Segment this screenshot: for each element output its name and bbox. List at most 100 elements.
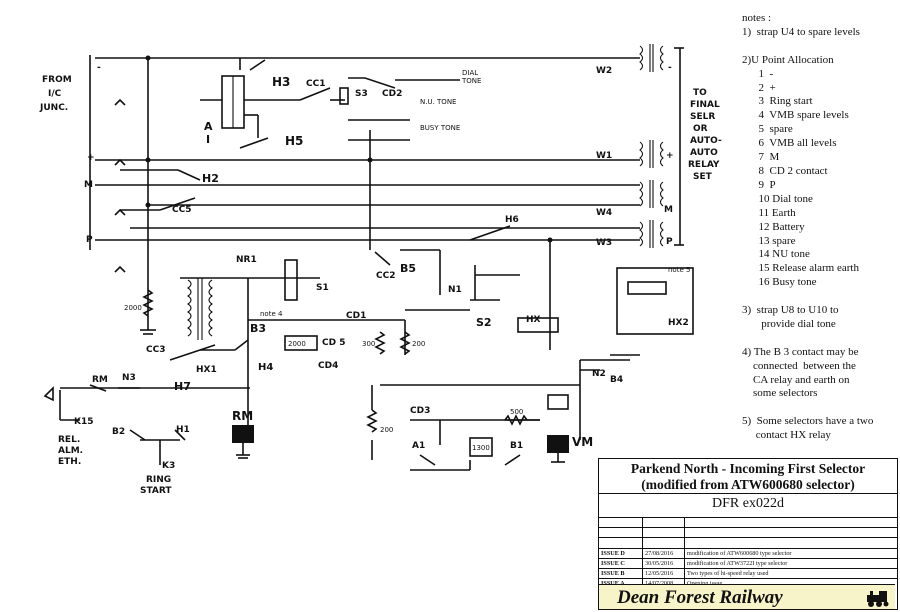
label-s3: S3 — [355, 89, 368, 99]
label-n2: N2 — [592, 369, 606, 379]
label-n3: N3 — [122, 373, 136, 383]
drawing-number: DFR ex022d — [599, 493, 897, 513]
label-r2000b: 2000 — [288, 340, 306, 348]
label-to-4: OR — [693, 124, 708, 134]
note-line: 12 Battery — [742, 220, 805, 233]
coil-w2 — [639, 44, 664, 72]
label-b3: B3 — [250, 322, 266, 335]
label-r200b: 200 — [380, 426, 393, 434]
issue-row — [599, 527, 897, 538]
notes-list: 1) strap U4 to spare levels 2)U Point Al… — [742, 26, 900, 443]
label-b1: B1 — [510, 441, 523, 451]
label-cd4: CD4 — [318, 361, 338, 371]
label-nr1: NR1 — [236, 255, 257, 265]
label-h4: H4 — [258, 362, 273, 373]
label-busy-tone: BUSY TONE — [420, 124, 460, 132]
label-cc3: CC3 — [146, 345, 165, 355]
label-cc5: CC5 — [172, 205, 191, 215]
note-line: 5) Some selectors have a two — [742, 415, 874, 428]
label-ring-2: START — [140, 486, 172, 496]
label-cd5: CD 5 — [322, 338, 345, 348]
label-hx1: HX1 — [196, 365, 217, 375]
label-to-7: RELAY — [688, 160, 720, 170]
label-s2: S2 — [476, 316, 492, 329]
label-cc1: CC1 — [306, 79, 325, 89]
note-line: 14 NU tone — [742, 248, 810, 261]
label-w4: W4 — [596, 208, 612, 218]
note-line — [742, 401, 900, 415]
label-rel-2: ALM. — [58, 446, 83, 456]
label-minus-left: - — [97, 63, 101, 73]
label-m-right: M — [664, 205, 673, 215]
label-s1: S1 — [316, 283, 329, 293]
note-line — [742, 40, 900, 54]
coil-w3 — [639, 220, 664, 248]
railway-banner: Dean Forest Railway — [599, 584, 895, 609]
label-h2: H2 — [202, 172, 219, 185]
label-h7: H7 — [174, 380, 191, 393]
label-p-left: P — [86, 235, 93, 245]
label-w3: W3 — [596, 238, 612, 248]
label-b5: B5 — [400, 262, 416, 275]
label-k3: K3 — [162, 461, 175, 471]
note-line: CA relay and earth on — [742, 373, 850, 386]
note-line: 4 VMB spare levels — [742, 109, 849, 122]
label-h3: H3 — [272, 75, 290, 89]
label-rm1: RM — [232, 409, 253, 423]
label-plus-right: + — [666, 151, 674, 161]
issue-row: ISSUE A14/07/2008Opening issue — [599, 578, 897, 589]
label-dial-tone-1: DIAL — [462, 69, 478, 77]
note-line — [742, 332, 900, 346]
note-line: 11 Earth — [742, 206, 796, 219]
label-nu-tone: N.U. TONE — [420, 98, 456, 106]
note-line: 3 Ring start — [742, 95, 813, 108]
label-dial-tone-2: TONE — [461, 77, 481, 85]
notes-heading: notes : — [742, 12, 772, 24]
label-to-8: SET — [693, 172, 713, 182]
label-r2000: 2000 — [124, 304, 142, 312]
note-line: 9 P — [742, 178, 776, 191]
note-line: 5 spare — [742, 123, 793, 136]
note-line: 1 - — [742, 67, 774, 80]
label-to-6: AUTO — [690, 148, 718, 158]
drawing-title: Parkend North - Incoming First Selector … — [599, 459, 897, 493]
label-p-right: P — [666, 237, 673, 247]
label-from-3: JUNC. — [39, 103, 68, 113]
title-line-2: (modified from ATW600680 selector) — [641, 477, 855, 492]
label-k15: K15 — [74, 417, 94, 427]
notes-panel: notes : 1) strap U4 to spare levels 2)U … — [742, 12, 900, 443]
note-line: 15 Release alarm earth — [742, 262, 859, 275]
label-vm: VM — [572, 435, 593, 449]
label-r200: 200 — [412, 340, 425, 348]
label-i-relay: I — [206, 133, 210, 146]
label-note5: note 5 — [668, 266, 690, 274]
label-hx2: HX2 — [668, 318, 689, 328]
title-line-1: Parkend North - Incoming First Selector — [630, 461, 866, 476]
note-line: some selectors — [742, 387, 818, 400]
label-rel-3: ETH. — [58, 457, 81, 467]
note-line: 6 VMB all levels — [742, 137, 837, 150]
label-w1: W1 — [596, 151, 612, 161]
label-a1: A1 — [412, 441, 425, 451]
coil-w4 — [639, 180, 664, 208]
note-line — [742, 290, 900, 304]
title-block: Parkend North - Incoming First Selector … — [598, 458, 898, 610]
label-plus-left: + — [87, 153, 95, 163]
label-ring-1: RING — [146, 475, 171, 485]
label-note4: note 4 — [260, 310, 283, 318]
label-cc2: CC2 — [376, 271, 395, 281]
coil-w1 — [639, 140, 664, 168]
note-line: 3) strap U8 to U10 to — [742, 304, 839, 317]
label-to-3: SELR — [690, 112, 715, 122]
label-cd2: CD2 — [382, 89, 402, 99]
label-h6: H6 — [505, 215, 519, 225]
label-to-1: TO — [693, 88, 707, 98]
note-line: 10 Dial tone — [742, 192, 813, 205]
label-a-relay: A — [204, 120, 213, 133]
label-b4: B4 — [610, 375, 623, 385]
label-b2: B2 — [112, 427, 125, 437]
railway-name: Dean Forest Railway — [617, 587, 783, 608]
